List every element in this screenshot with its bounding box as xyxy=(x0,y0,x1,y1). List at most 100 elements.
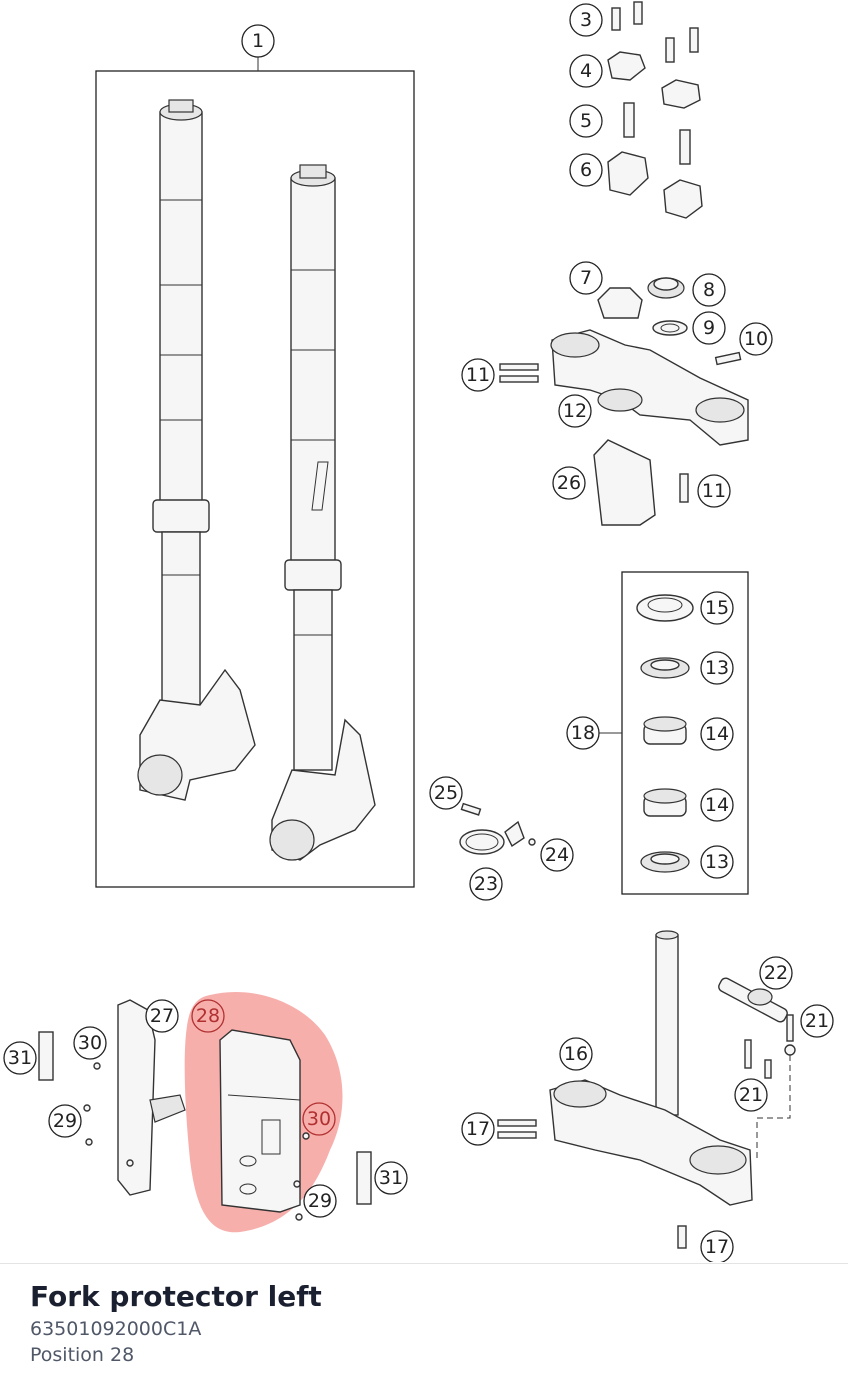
callout-10[interactable]: 10 xyxy=(739,322,773,356)
fork-protector-right[interactable] xyxy=(117,999,186,1196)
callout-16-label: 16 xyxy=(564,1043,588,1065)
callout-11-bottom[interactable]: 11 xyxy=(697,474,731,508)
callout-11-top-circle xyxy=(461,358,495,392)
callout-21-lower[interactable]: 21 xyxy=(734,1078,768,1112)
callout-31-right[interactable]: 31 xyxy=(374,1161,408,1195)
callout-8-circle xyxy=(692,273,726,307)
callout-7[interactable]: 7 xyxy=(569,261,603,295)
callout-13-bottom[interactable]: 13 xyxy=(700,845,734,879)
callout-7-circle xyxy=(569,261,603,295)
protector-small-parts[interactable] xyxy=(38,1031,372,1221)
callout-17-left-circle xyxy=(461,1112,495,1146)
callout-26-label: 26 xyxy=(557,472,581,494)
callout-13-top-label: 13 xyxy=(705,657,729,679)
callout-24[interactable]: 24 xyxy=(540,838,574,872)
callout-27[interactable]: 27 xyxy=(145,999,179,1033)
callout-26[interactable]: 26 xyxy=(552,466,586,500)
callout-30-left-label: 30 xyxy=(78,1032,102,1054)
callout-17-bottom[interactable]: 17 xyxy=(700,1230,734,1262)
callout-5-label: 5 xyxy=(580,110,592,132)
callout-23-circle xyxy=(469,867,503,901)
callout-27-circle xyxy=(145,999,179,1033)
left-fork-leg[interactable] xyxy=(137,99,256,801)
callout-3[interactable]: 3 xyxy=(569,3,603,37)
callout-29-left-circle xyxy=(48,1104,82,1138)
callout-15-label: 15 xyxy=(705,597,729,619)
callout-21-lower-circle xyxy=(734,1078,768,1112)
callout-25[interactable]: 25 xyxy=(429,776,463,810)
callout-31-right-label: 31 xyxy=(379,1167,403,1189)
callout-14-bottom[interactable]: 14 xyxy=(700,788,734,822)
callout-12[interactable]: 12 xyxy=(558,394,592,428)
exploded-parts-diagram: 1345678910111226111513181414132524232221… xyxy=(3,1,834,1262)
callout-5[interactable]: 5 xyxy=(569,104,603,138)
callout-17-left[interactable]: 17 xyxy=(461,1112,495,1146)
callout-18[interactable]: 18 xyxy=(566,716,600,750)
part-position: Position 28 xyxy=(30,1344,135,1366)
callout-15[interactable]: 15 xyxy=(700,591,734,625)
callout-23[interactable]: 23 xyxy=(469,867,503,901)
callout-31-left-label: 31 xyxy=(8,1047,32,1069)
callout-25-label: 25 xyxy=(434,782,458,804)
callout-14-bottom-circle xyxy=(700,788,734,822)
callout-14-top-label: 14 xyxy=(705,723,729,745)
callout-3-label: 3 xyxy=(580,9,592,31)
callout-30-right-circle xyxy=(302,1102,336,1136)
callout-4-circle xyxy=(569,54,603,88)
callout-30-right[interactable]: 30 xyxy=(302,1102,336,1136)
callout-13-bottom-label: 13 xyxy=(705,851,729,873)
callout-22-label: 22 xyxy=(764,962,788,984)
callout-29-left[interactable]: 29 xyxy=(48,1104,82,1138)
callout-13-top[interactable]: 13 xyxy=(700,651,734,685)
callout-8-label: 8 xyxy=(703,279,715,301)
part-info-panel: Fork protector left 63501092000C1A Posit… xyxy=(0,1263,848,1391)
callout-6-circle xyxy=(569,153,603,187)
callout-22[interactable]: 22 xyxy=(759,956,793,990)
callout-1-label: 1 xyxy=(252,30,264,52)
callout-11-top[interactable]: 11 xyxy=(461,358,495,392)
callout-5-circle xyxy=(569,104,603,138)
callout-15-circle xyxy=(700,591,734,625)
callout-4[interactable]: 4 xyxy=(569,54,603,88)
callout-24-circle xyxy=(540,838,574,872)
steering-bearings[interactable] xyxy=(636,594,694,873)
right-fork-leg[interactable] xyxy=(269,164,376,861)
callout-31-left[interactable]: 31 xyxy=(3,1041,37,1075)
callout-29-right[interactable]: 29 xyxy=(303,1184,337,1218)
callout-17-left-label: 17 xyxy=(466,1118,490,1140)
callout-23-label: 23 xyxy=(474,873,498,895)
callout-29-right-label: 29 xyxy=(308,1190,332,1212)
callout-9[interactable]: 9 xyxy=(692,311,726,345)
steering-cap-parts[interactable] xyxy=(597,277,742,366)
callout-18-circle xyxy=(566,716,600,750)
callout-16[interactable]: 16 xyxy=(559,1037,593,1071)
callout-21-right[interactable]: 21 xyxy=(800,1004,834,1038)
brake-line-clamp[interactable] xyxy=(459,802,536,855)
fork-protector-left[interactable] xyxy=(219,1029,301,1213)
callout-14-top-circle xyxy=(700,717,734,751)
callout-10-circle xyxy=(739,322,773,356)
handlebar-clamp-parts[interactable] xyxy=(607,1,703,219)
steering-damper[interactable] xyxy=(717,976,796,1160)
callout-30-left[interactable]: 30 xyxy=(73,1026,107,1060)
callout-7-label: 7 xyxy=(580,267,592,289)
callout-10-label: 10 xyxy=(744,328,768,350)
fork-assembly-frame xyxy=(95,70,415,888)
lower-triple-clamp[interactable] xyxy=(497,930,753,1249)
callout-1[interactable]: 1 xyxy=(241,24,275,58)
callout-14-top[interactable]: 14 xyxy=(700,717,734,751)
callout-17-bottom-label: 17 xyxy=(705,1236,729,1258)
callout-22-circle xyxy=(759,956,793,990)
part-number: 63501092000C1A xyxy=(30,1318,202,1340)
callout-25-circle xyxy=(429,776,463,810)
callout-18-label: 18 xyxy=(571,722,595,744)
fork-cover-26[interactable] xyxy=(593,439,689,526)
callout-8[interactable]: 8 xyxy=(692,273,726,307)
callout-13-top-circle xyxy=(700,651,734,685)
callout-6[interactable]: 6 xyxy=(569,153,603,187)
upper-triple-clamp[interactable] xyxy=(499,329,749,446)
callout-30-right-label: 30 xyxy=(307,1108,331,1130)
callout-28[interactable]: 28 xyxy=(191,999,225,1033)
callout-21-lower-label: 21 xyxy=(739,1084,763,1106)
